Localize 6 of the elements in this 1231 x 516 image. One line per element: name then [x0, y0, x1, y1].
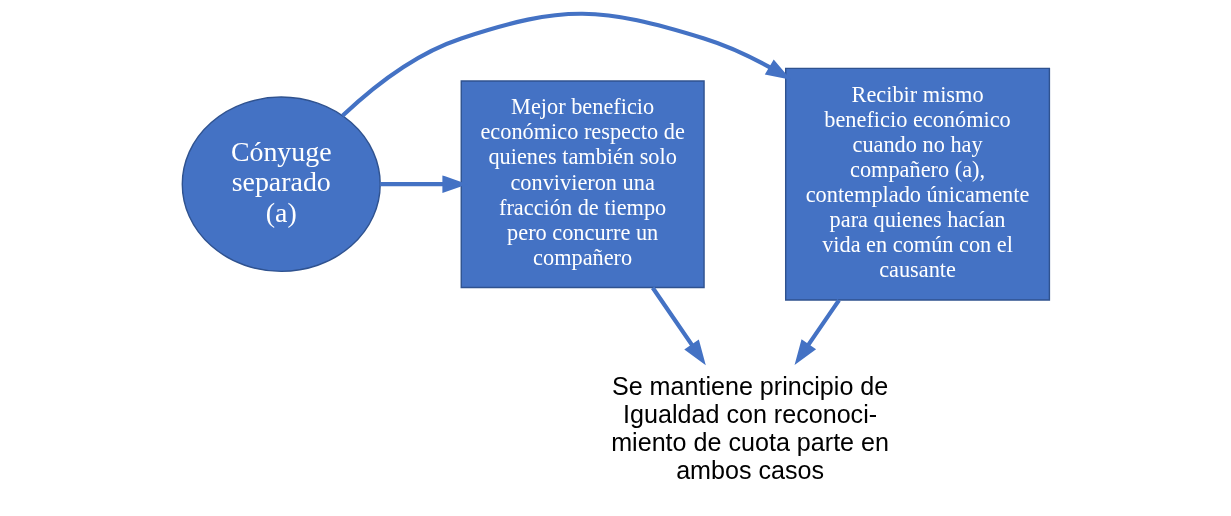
arrow — [794, 299, 841, 365]
node-box: Recibir mismo beneficio económico cuando no hay compañero (a), contemplado únicamente para quienes hacían vida en común con el causante — [784, 67, 1050, 301]
node-ellipse: Cónyuge separado (a) — [181, 96, 381, 273]
arrow — [650, 286, 706, 366]
node-box: Mejor beneficio económico respecto de quienes también solo convivieron una fracción de tiempo pero concurre un compañero — [460, 80, 705, 289]
node-text: Se mantiene principio de Igualdad con reconoci- miento de cuota parte en ambos casos — [610, 372, 889, 485]
